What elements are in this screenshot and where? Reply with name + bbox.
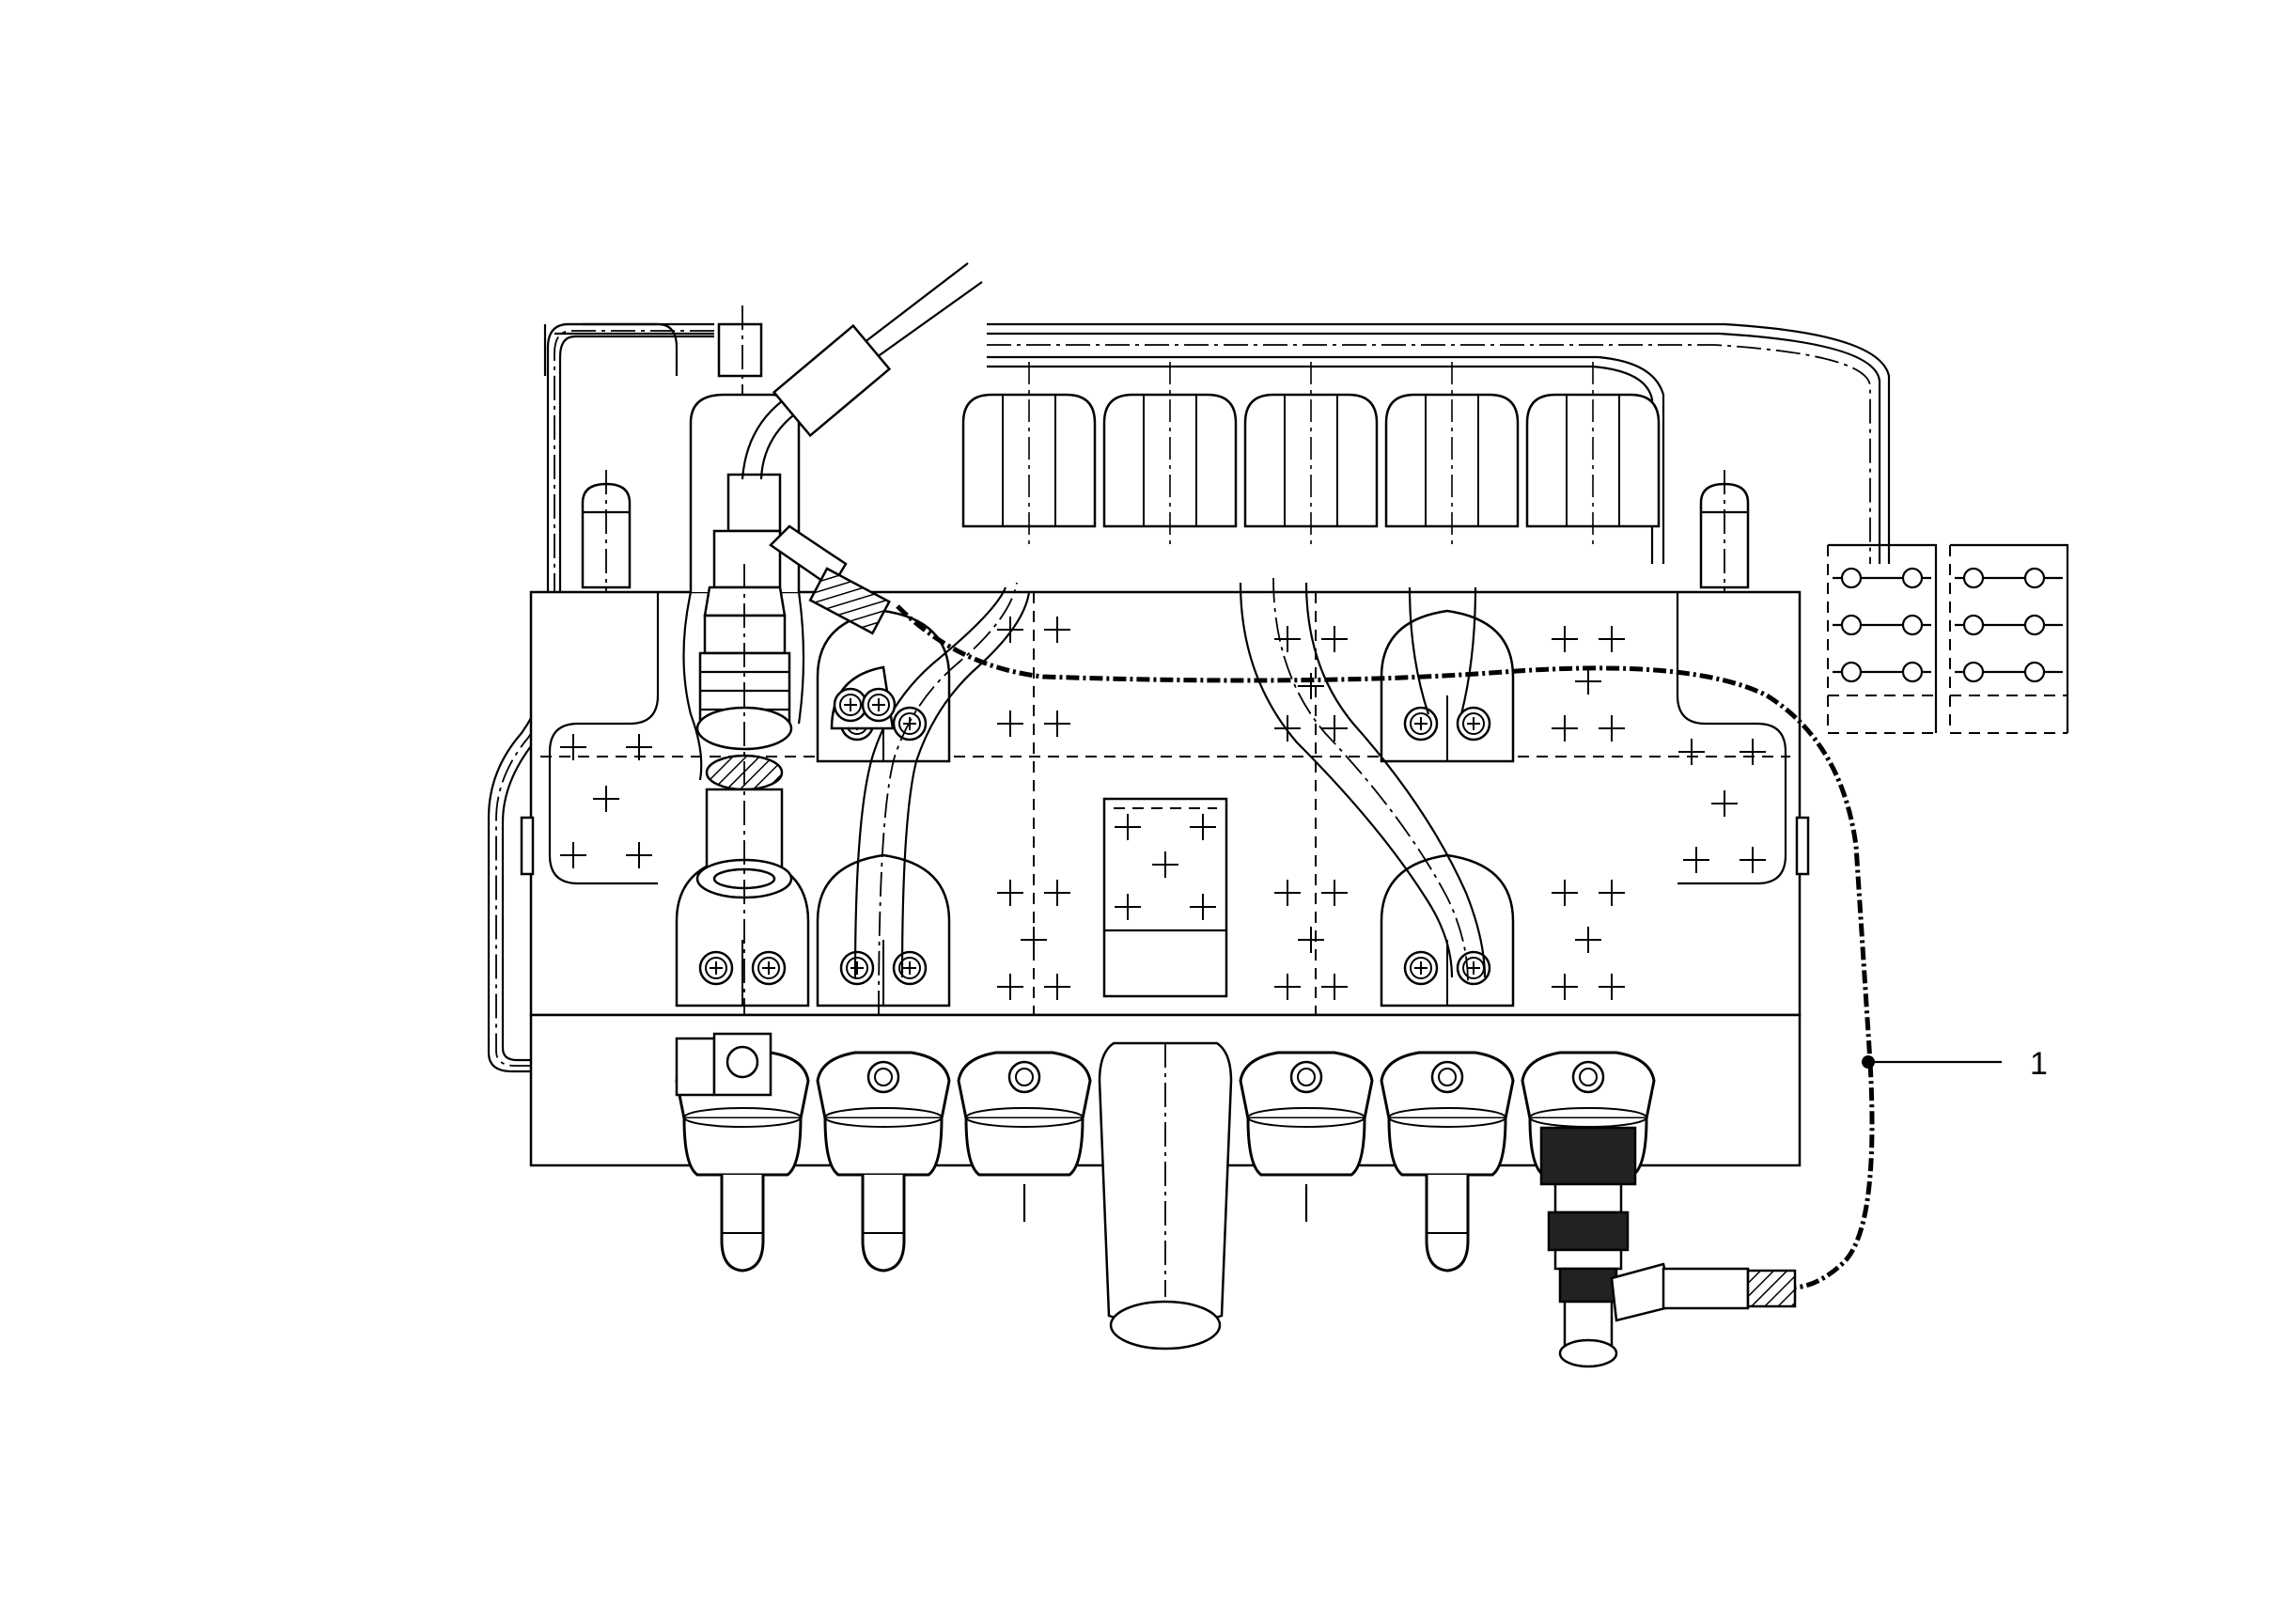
side-posts <box>581 470 1750 601</box>
curved-pipes <box>853 577 1487 1016</box>
pressure-switch-assembly <box>1539 1126 1797 1368</box>
callout-1: 1 <box>1868 1046 2048 1082</box>
callout-number: 1 <box>2030 1046 2048 1082</box>
diagonal-hose-top <box>741 262 983 480</box>
solenoid-row <box>961 360 1661 547</box>
left-valve-assembly <box>682 305 891 1015</box>
right-connector-blocks <box>1827 543 2069 734</box>
mounting-bolts-left <box>830 665 897 730</box>
